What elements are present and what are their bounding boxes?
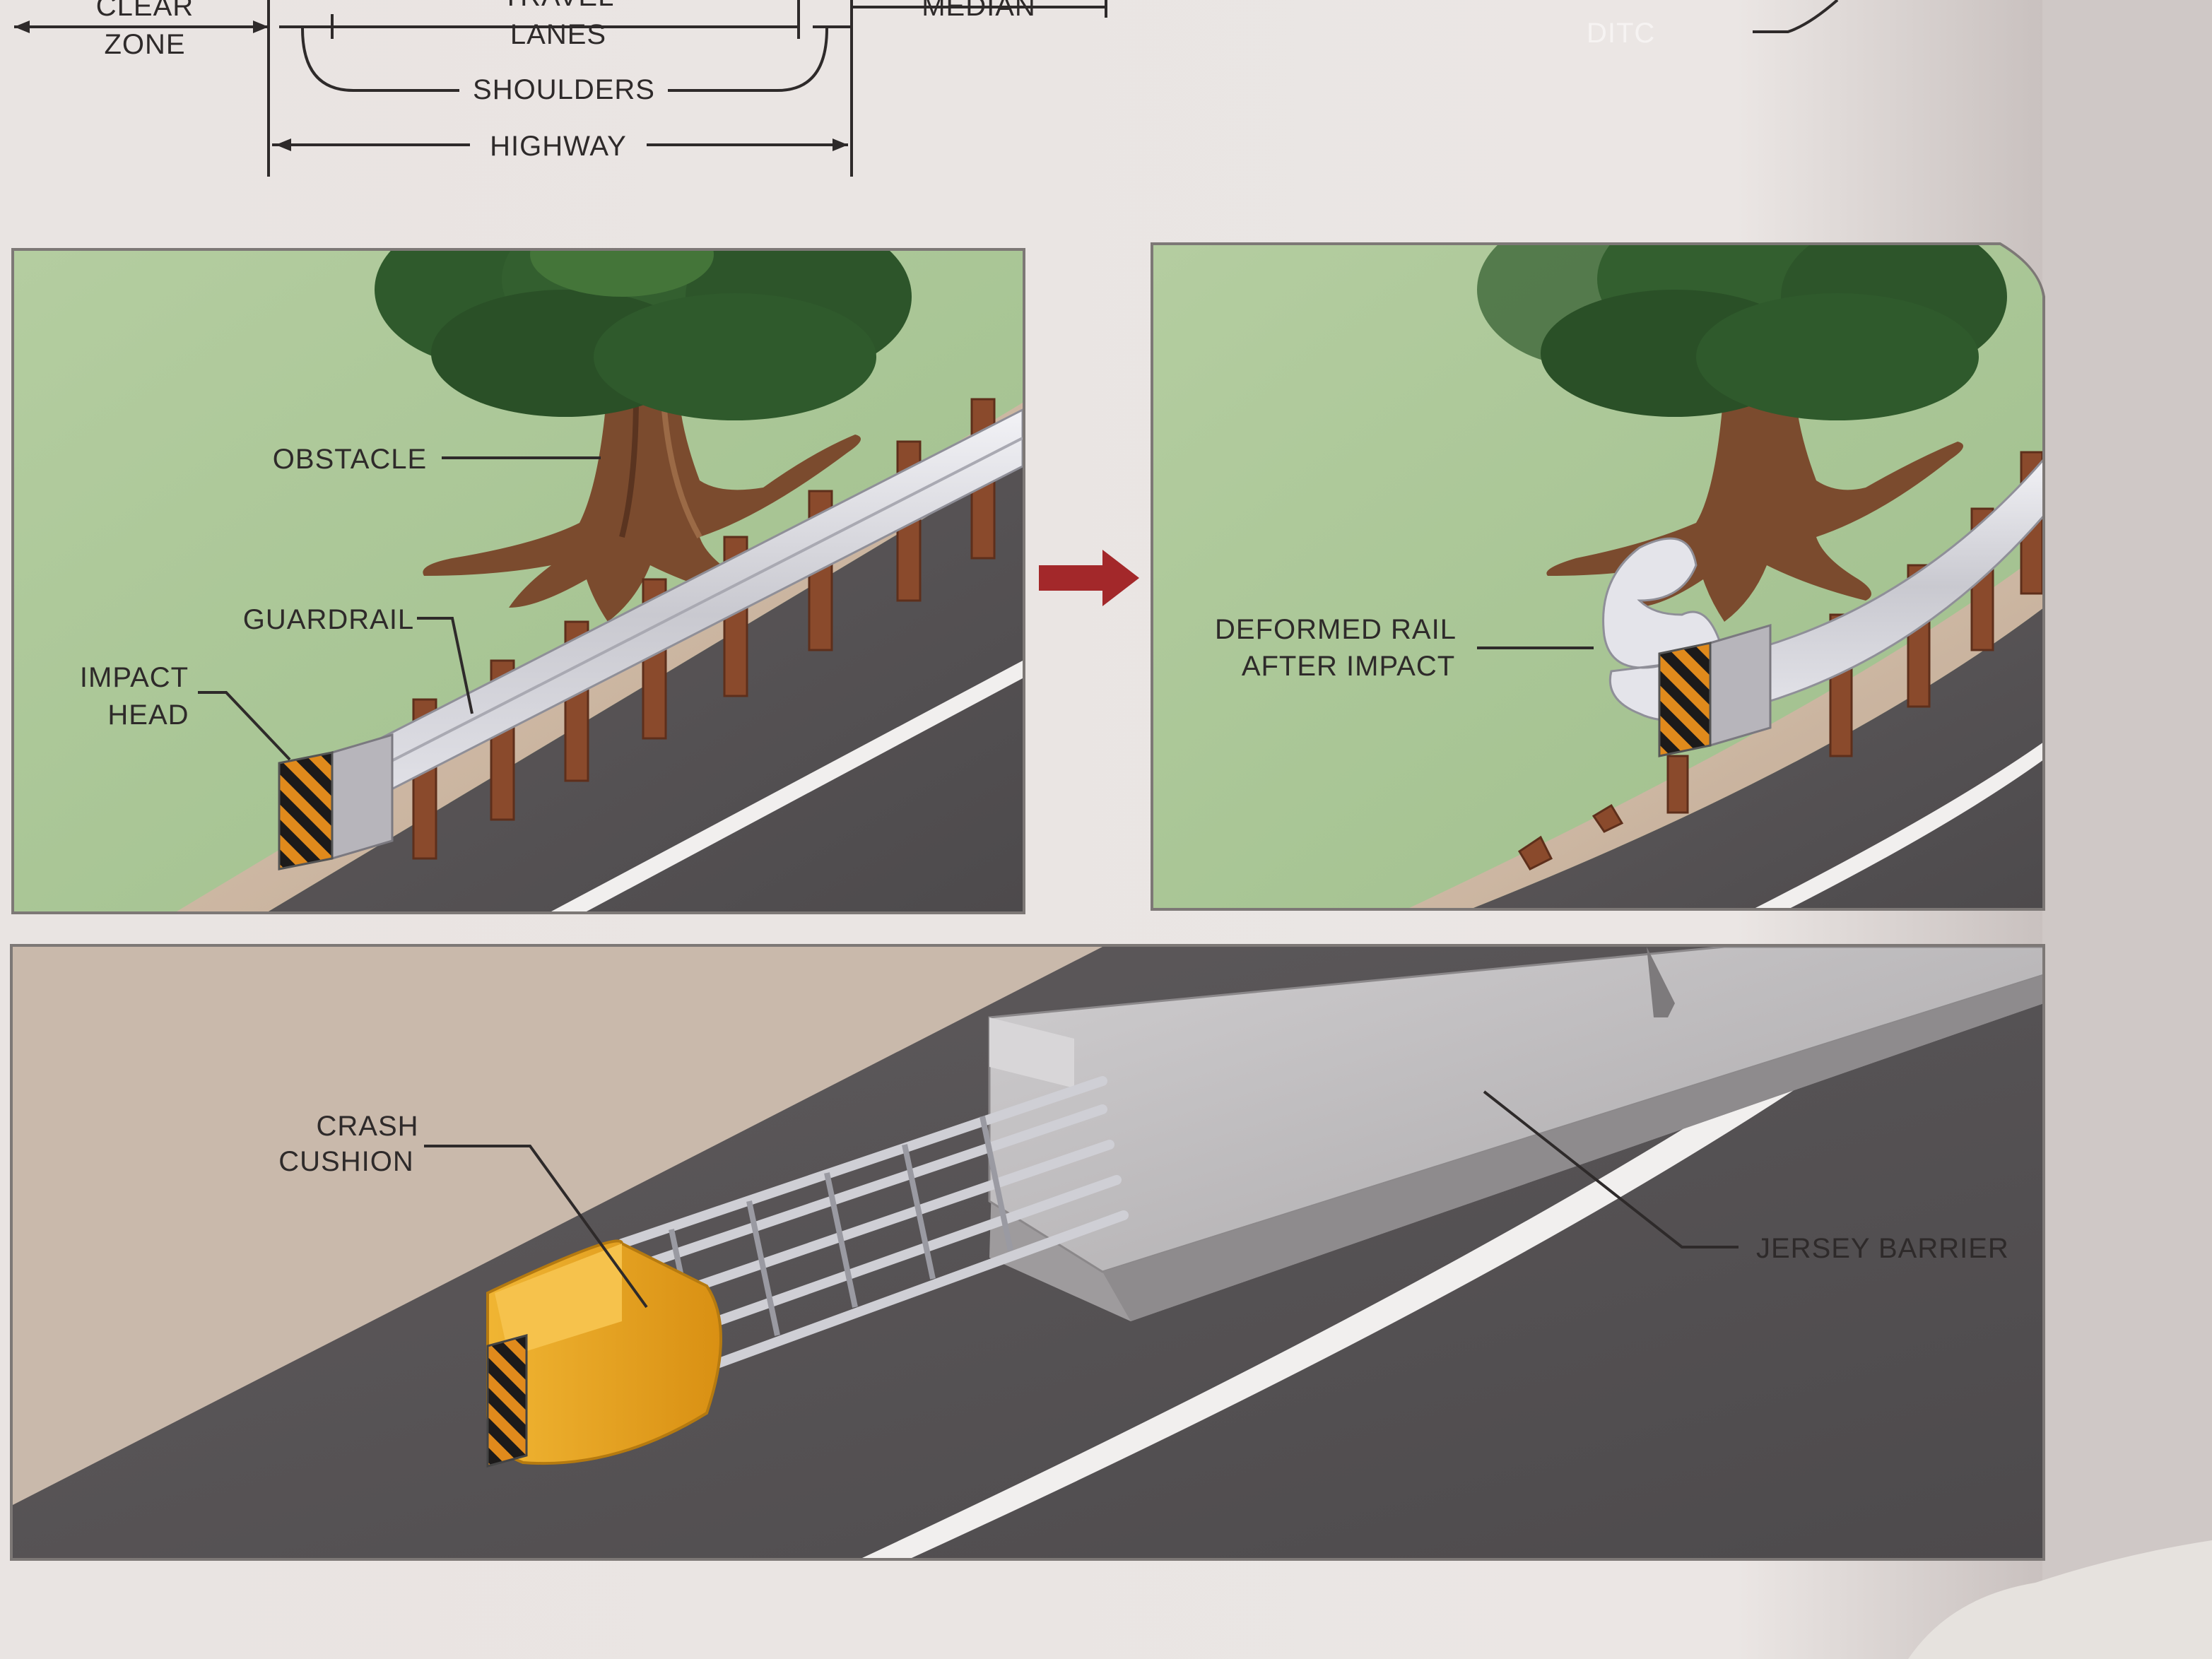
partial-corner-label: DITC <box>1587 18 1655 49</box>
guardrail-leader <box>417 617 473 714</box>
travel-lanes-label-line1: TRAVEL <box>502 0 615 12</box>
impact-head <box>278 733 394 870</box>
jersey-barrier-leader <box>1483 1090 1739 1248</box>
deformed-rail-beam <box>1723 456 2042 715</box>
crash-cushion-head <box>486 1239 722 1468</box>
panel-crash-cushion <box>10 944 2045 1561</box>
median-label: MEDIAN <box>922 0 1036 22</box>
obstacle-tree <box>375 251 912 622</box>
impact-head-leader <box>198 691 291 761</box>
jersey-barrier-label: JERSEY BARRIER <box>1756 1233 2009 1264</box>
crash-cushion-label-line2: CUSHION <box>278 1146 413 1177</box>
crash-cushion-label-line1: CRASH <box>316 1111 418 1142</box>
obstacle-label: OBSTACLE <box>273 444 427 475</box>
shoulders-bracket <box>301 28 828 92</box>
crash-cushion-leader <box>424 1145 648 1309</box>
page-gutter <box>2042 0 2212 1659</box>
panel-guardrail <box>11 248 1025 914</box>
impact-head-label-line1: IMPACT <box>80 662 189 693</box>
road-edge-line <box>551 661 1023 911</box>
crash-cushion-frame <box>617 1076 1129 1383</box>
jersey-barrier <box>988 947 2042 1321</box>
travel-lanes-label-line2: LANES <box>510 19 606 50</box>
dimension-diagram <box>14 0 1839 177</box>
fabric-corner <box>1908 1540 2212 1659</box>
right-arrow-icon <box>1039 550 1139 606</box>
deformed-rail-label-line2: AFTER IMPACT <box>1242 651 1455 682</box>
deformed-rail-label-line1: DEFORMED RAIL <box>1215 614 1457 645</box>
panel-deformed-rail <box>1151 242 2045 911</box>
highway-label: HIGHWAY <box>490 131 627 162</box>
deformed-impact-head <box>1658 623 1772 757</box>
shoulders-label: SHOULDERS <box>473 74 655 105</box>
impact-head-label-line2: HEAD <box>107 699 189 731</box>
guardrail-label: GUARDRAIL <box>243 604 414 635</box>
clear-zone-label-line2: ZONE <box>104 29 185 60</box>
clear-zone-label-line1: CLEAR <box>96 0 194 22</box>
